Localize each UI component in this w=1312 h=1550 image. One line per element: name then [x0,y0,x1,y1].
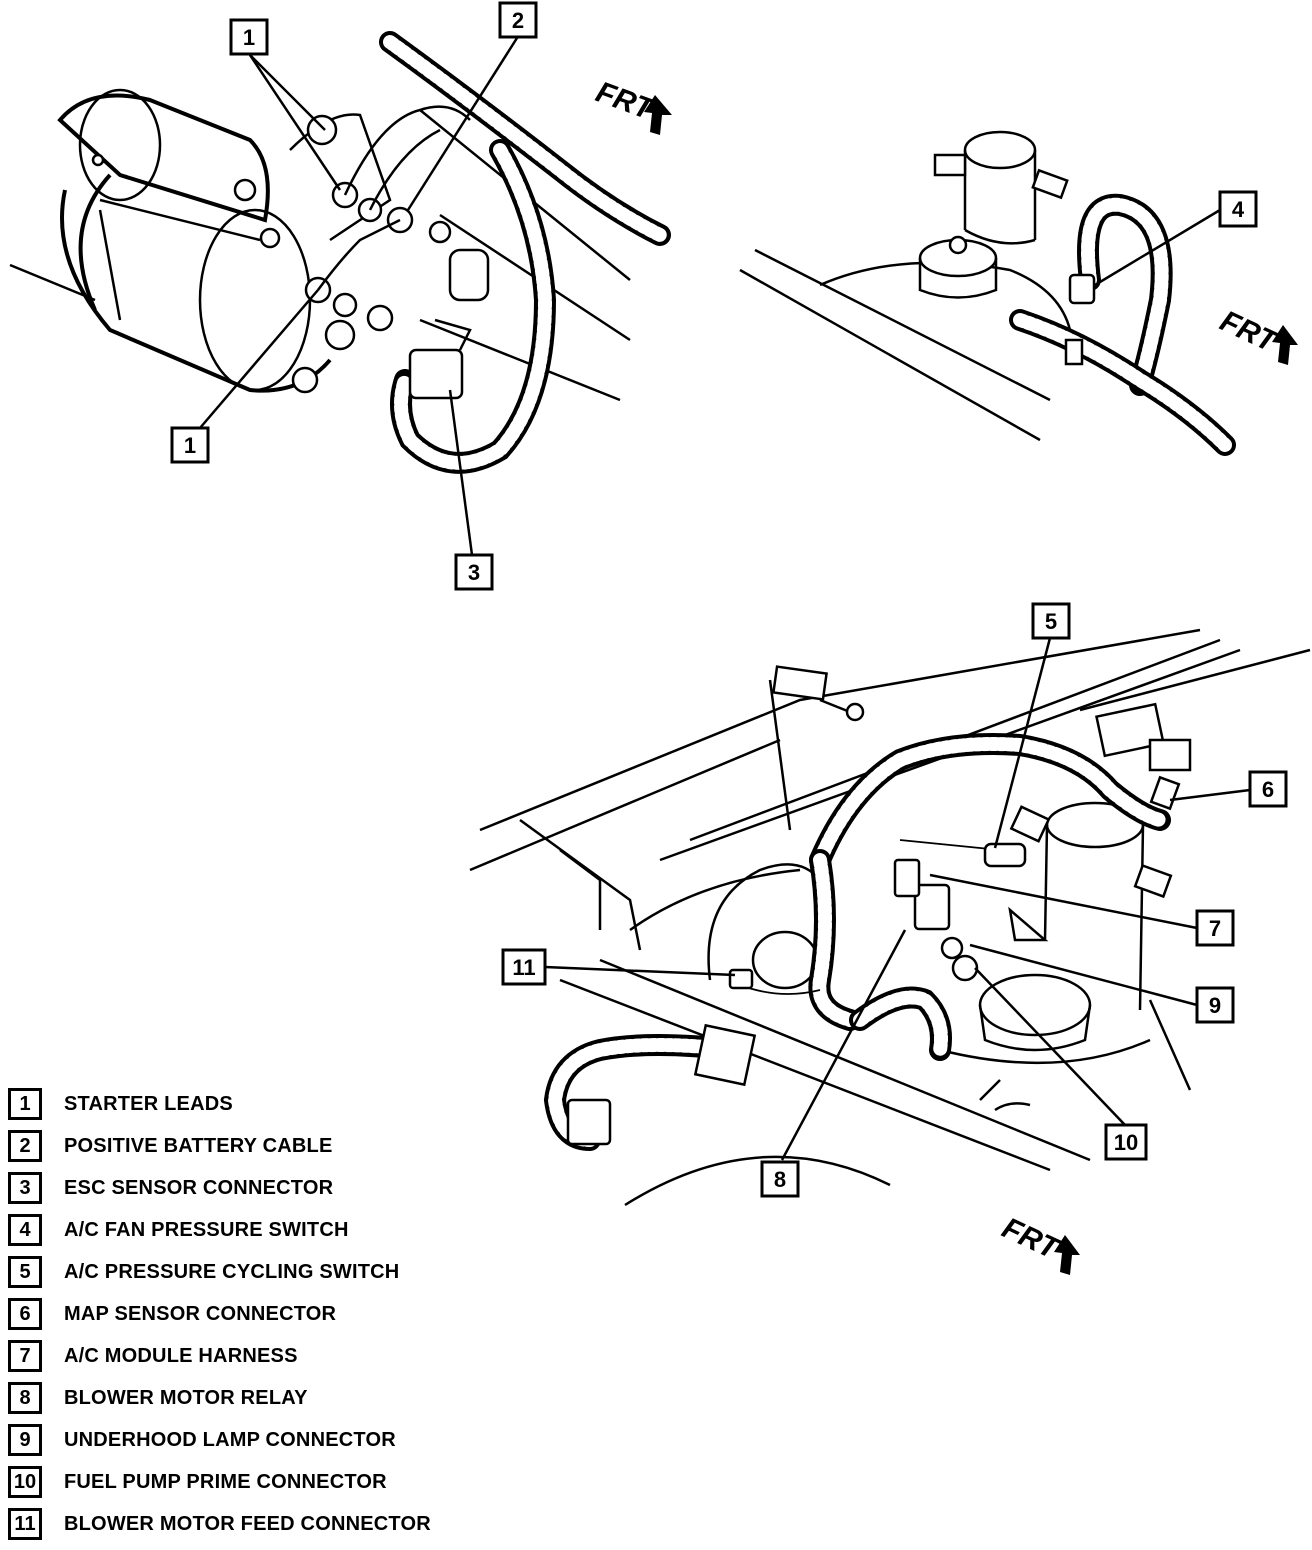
legend-item-label: BLOWER MOTOR RELAY [64,1387,308,1409]
svg-text:3: 3 [468,560,480,585]
legend: 1 STARTER LEADS 2 POSITIVE BATTERY CABLE 3 ES… [6,1088,466,1550]
svg-text:9: 9 [1209,993,1221,1018]
legend-item: 5 A/C PRESSURE CYCLING SWITCH [6,1256,466,1298]
firewall-drawing [469,628,1311,1207]
callout-4: 4 [1218,190,1258,228]
svg-text:6: 6 [1262,777,1274,802]
legend-item: 6 MAP SENSOR CONNECTOR [6,1298,466,1340]
legend-item-number: 10 [8,1466,42,1498]
blower-motor-drawing [707,665,865,990]
front-direction-marker: FRT [997,1211,1080,1275]
svg-text:7: 7 [1209,916,1221,941]
legend-item-number: 7 [8,1340,42,1372]
legend-item-number: 5 [8,1256,42,1288]
ac-accumulator-drawing [978,801,1173,1052]
callout-7: 7 [1195,909,1235,947]
svg-text:2: 2 [512,8,524,33]
legend-item-label: A/C MODULE HARNESS [64,1345,298,1367]
legend-item: 2 POSITIVE BATTERY CABLE [6,1130,466,1172]
legend-item-label: A/C FAN PRESSURE SWITCH [64,1219,349,1241]
legend-item-label: FUEL PUMP PRIME CONNECTOR [64,1471,387,1493]
callout-2: 2 [498,1,538,39]
svg-text:11: 11 [512,955,535,980]
svg-text:10: 10 [1114,1130,1138,1155]
callout-3: 3 [454,553,494,591]
legend-item-label: ESC SENSOR CONNECTOR [64,1177,334,1199]
callout-10: 10 [1104,1123,1148,1161]
callout-5: 5 [1031,602,1071,640]
callout-11: 11 [501,948,547,986]
esc-harness-drawing [390,139,557,474]
legend-item-number: 1 [8,1088,42,1120]
legend-item-number: 2 [8,1130,42,1162]
starter-view: FRT [9,31,672,474]
legend-item: 1 STARTER LEADS [6,1088,466,1130]
legend-item-label: A/C PRESSURE CYCLING SWITCH [64,1261,400,1283]
svg-text:FRT: FRT [997,1211,1066,1266]
svg-text:1: 1 [184,433,196,458]
legend-item-number: 9 [8,1424,42,1456]
legend-item: 3 ESC SENSOR CONNECTOR [6,1172,466,1214]
battery-cable-drawing [379,31,671,246]
legend-item: 11 BLOWER MOTOR FEED CONNECTOR [6,1508,466,1550]
legend-item: 8 BLOWER MOTOR RELAY [6,1382,466,1424]
legend-item-label: STARTER LEADS [64,1093,233,1115]
ac-fan-switch-harness-drawing [1009,193,1236,456]
callout-8: 8 [760,1160,800,1198]
callout-1-bottom: 1 [170,426,210,464]
legend-item-number: 11 [8,1508,42,1540]
legend-item: 4 A/C FAN PRESSURE SWITCH [6,1214,466,1256]
svg-text:5: 5 [1045,609,1057,634]
legend-item-label: POSITIVE BATTERY CABLE [64,1135,333,1157]
svg-text:FRT: FRT [592,76,660,128]
svg-text:4: 4 [1232,197,1245,222]
callout-1-top: 1 [229,18,269,56]
legend-item-number: 3 [8,1172,42,1204]
legend-item-number: 4 [8,1214,42,1246]
legend-item-number: 8 [8,1382,42,1414]
svg-text:1: 1 [243,25,255,50]
legend-item-number: 6 [8,1298,42,1330]
accumulator-drawing [739,130,1072,442]
front-direction-marker: FRT [1215,304,1298,365]
legend-item: 10 FUEL PUMP PRIME CONNECTOR [6,1466,466,1508]
legend-item-label: MAP SENSOR CONNECTOR [64,1303,337,1325]
main-harness-drawing [543,733,1181,1151]
front-direction-marker: FRT [592,76,672,135]
legend-item-label: BLOWER MOTOR FEED CONNECTOR [64,1513,431,1535]
callout-6: 6 [1248,770,1288,808]
svg-text:8: 8 [774,1167,786,1192]
ac-fan-switch-view: FRT [739,130,1298,456]
callout-9: 9 [1195,986,1235,1024]
legend-item: 7 A/C MODULE HARNESS [6,1340,466,1382]
leader-lines [199,37,1251,1161]
svg-text:FRT: FRT [1215,304,1284,359]
legend-item-label: UNDERHOOD LAMP CONNECTOR [64,1429,396,1451]
engine-compartment-view: FRT [469,628,1311,1275]
legend-item: 9 UNDERHOOD LAMP CONNECTOR [6,1424,466,1466]
